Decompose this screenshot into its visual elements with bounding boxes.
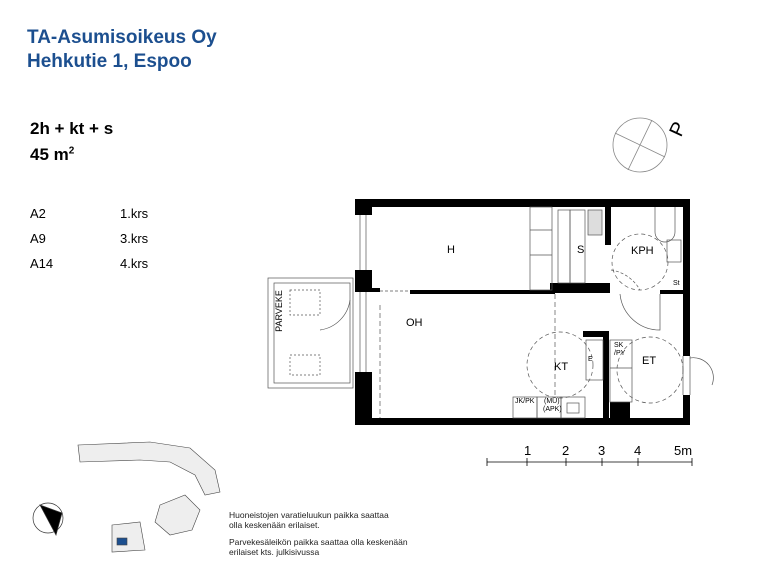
room-label-parveke: PARVEKE [273,290,284,332]
north-arrow-icon [32,502,64,536]
apartment-type: 2h + kt + s [30,119,114,138]
room-label-apk: (APK) [543,406,562,413]
unit-floor: 4.krs [120,256,149,271]
company-name: TA-Asumisoikeus Oy [27,27,217,48]
room-label-kph: KPH [631,245,654,257]
scale-tick-label: 4 [634,443,642,458]
room-label-s: S [577,244,585,256]
unit-id: A9 [30,231,46,246]
note-hatch: Huoneistojen varatieluukun paikka saatta… [229,510,389,530]
room-label-kt: KT [554,361,569,373]
scale-bar [486,458,693,466]
unit-id: A2 [30,206,46,221]
unit-id: A14 [30,256,54,271]
room-label-oh: OH [406,317,423,329]
scale-tick-label: 3 [598,443,606,458]
room-label-jkpk: JK/PK [515,398,535,405]
site-plan [77,441,221,553]
unit-floor: 3.krs [120,231,149,246]
unit-floor: 1.krs [120,206,149,221]
room-label-rk: RK [591,330,603,339]
note-balcony: Parvekesäleikön paikka saattaa olla kesk… [229,537,408,557]
area-value: 45 m [30,145,69,164]
room-label-sk: SK [614,342,624,349]
room-label-et: ET [642,355,657,367]
area-unit-sup: 2 [68,145,75,157]
compass-icon [612,117,668,173]
address: Hehkutie 1, Espoo [27,51,192,72]
room-label-e: E [588,356,593,363]
scale-tick-label: 2 [562,443,570,458]
scale-tick-label: 5m [674,443,693,458]
room-label-mu: (MU) [544,398,560,405]
walls [355,199,690,425]
room-label-py: /PY [614,350,626,357]
scale-tick-label: 1 [524,443,532,458]
apartment-area: 45 m2 [30,145,74,165]
room-label-h: H [447,244,455,256]
room-label-st: St [673,280,680,287]
